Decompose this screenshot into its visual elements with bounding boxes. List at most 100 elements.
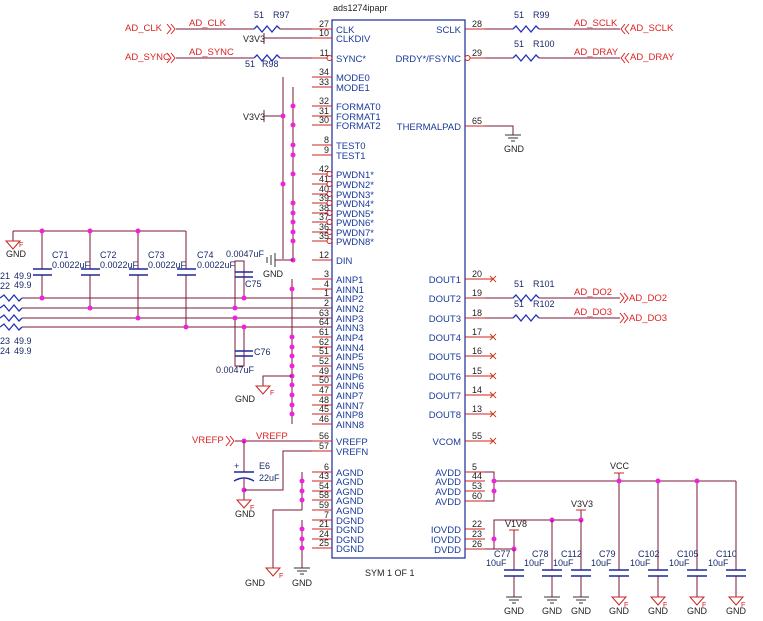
pin-name: MODE0 — [336, 73, 370, 84]
pin-name: DOUT6 — [429, 372, 461, 383]
offpage-ad-do3-label[interactable]: AD_DO3 — [629, 313, 667, 324]
resistor-r100-icon[interactable] — [512, 53, 540, 63]
pin-number: 34 — [319, 67, 329, 77]
resistor-r98-icon[interactable] — [253, 53, 281, 63]
pin-number: 23 — [472, 529, 482, 539]
offpage-ad-sclk-label[interactable]: AD_SCLK — [630, 23, 674, 34]
resistor-r101-icon[interactable] — [512, 293, 540, 303]
capacitor-c74[interactable]: C74 0.0022uF — [177, 231, 236, 330]
pin-name: AINN1 — [336, 285, 364, 296]
pin-name: SCLK — [436, 25, 461, 36]
gnd-label: GND — [292, 578, 313, 588]
resistor-r97-icon[interactable] — [253, 24, 281, 34]
capacitor-c75[interactable]: C75 — [232, 260, 262, 311]
offpage-ad-do2-label[interactable]: AD_DO2 — [629, 293, 667, 304]
capacitor-c71[interactable]: C71 0.0022uF — [33, 228, 91, 301]
pin-name: THERMALPAD — [397, 122, 461, 133]
offpage-ad-dray-label[interactable]: AD_DRAY — [630, 52, 675, 63]
offpage-ad-sync-label[interactable]: AD_SYNC — [125, 52, 170, 63]
offpage-vrefp-label[interactable]: VREFP — [192, 435, 224, 446]
pin-name: FORMAT0 — [336, 102, 381, 113]
resistor-r102-icon[interactable] — [512, 313, 540, 323]
resistor-24-icon[interactable] — [0, 322, 23, 332]
capacitor-c76[interactable]: C76 0.0047uF — [216, 315, 271, 376]
capacitor-c72[interactable]: C72 0.0022uF — [81, 228, 139, 311]
resistor-23-icon[interactable] — [0, 313, 23, 323]
pin-number: 64 — [319, 317, 329, 327]
resistor-22-icon[interactable] — [0, 303, 23, 313]
resistor-r99-icon[interactable] — [512, 24, 540, 34]
offpage-ad-clk-label[interactable]: AD_CLK — [125, 23, 163, 34]
pin-number: 24 — [319, 529, 329, 539]
capacitor-c73[interactable]: C73 0.0022uF — [129, 228, 187, 321]
resistor-21-icon[interactable] — [0, 293, 23, 303]
